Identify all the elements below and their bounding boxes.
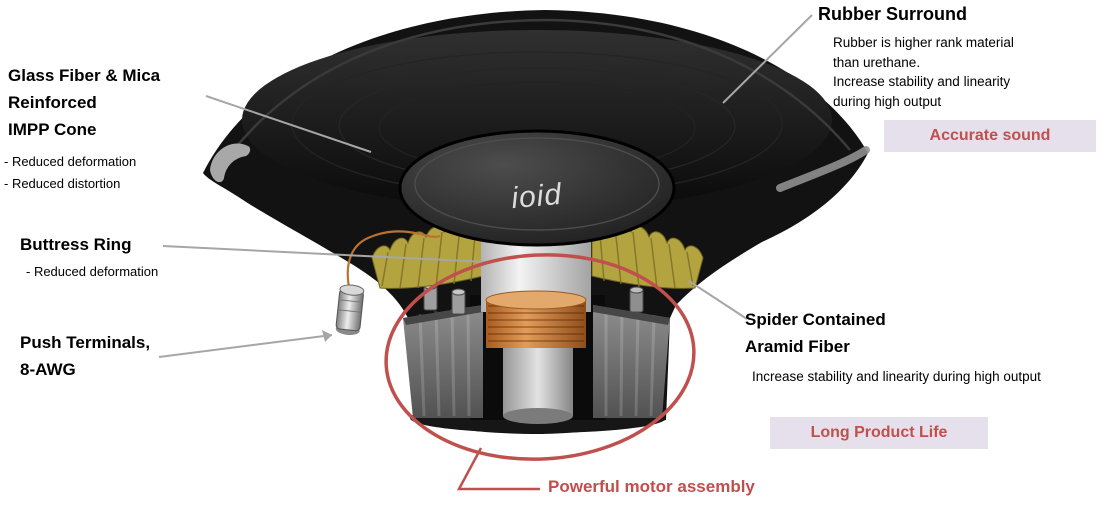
motor-assembly-label: Powerful motor assembly <box>548 477 755 496</box>
leader-buttress-ring <box>162 245 487 263</box>
leader-spider <box>688 280 748 320</box>
leader-rubber-surround <box>722 14 813 104</box>
leader-impp-cone <box>205 95 372 153</box>
rubber-surround-title: Rubber Surround <box>818 4 967 24</box>
motor-pointer-line <box>456 447 540 491</box>
motor-highlight <box>384 253 696 491</box>
annotation-spider: Spider Contained Aramid Fiber Increase s… <box>745 307 1052 386</box>
badge-accurate-sound: Accurate sound <box>884 120 1096 152</box>
leader-arrowhead <box>322 330 332 342</box>
motor-highlight-ellipse <box>384 253 696 461</box>
push-terminal <box>335 230 441 336</box>
impp-cone-points: - Reduced deformation - Reduced distorti… <box>4 151 160 197</box>
magnet-right <box>593 305 670 418</box>
magnet-left <box>403 305 483 418</box>
annotation-buttress-ring: Buttress Ring - Reduced deformation <box>20 232 158 284</box>
buttress-ring-points: - Reduced deformation <box>26 261 158 284</box>
surround-cross-section <box>210 143 251 183</box>
push-terminals-title: Push Terminals, 8-AWG <box>20 333 151 379</box>
annotation-rubber-surround: Rubber Surround Rubber is higher rank ma… <box>818 2 1014 111</box>
impp-cone-point-1: - Reduced deformation <box>4 153 137 169</box>
annotation-impp-cone: Glass Fiber & Mica Reinforced IMPP Cone … <box>4 63 161 196</box>
spider-description: Increase stability and linearity during … <box>752 368 1041 384</box>
leader-push-terminals <box>158 334 333 358</box>
rubber-surround-description: Rubber is higher rank material than uret… <box>833 35 1014 109</box>
dust-cap: ioid <box>398 129 676 247</box>
buttress-ring-point-1: - Reduced deformation <box>26 263 159 279</box>
badge-long-product-life: Long Product Life <box>770 417 988 449</box>
surround-rim <box>231 18 851 153</box>
spider-title: Spider Contained Aramid Fiber <box>745 310 886 356</box>
buttress-ring-title: Buttress Ring <box>20 235 132 254</box>
brand-logo: ioid <box>510 178 564 215</box>
leader-lines <box>158 14 813 358</box>
lead-wire <box>346 230 441 293</box>
frame-gasket <box>776 146 870 192</box>
pole-piece <box>503 340 573 416</box>
impp-cone-title: Glass Fiber & Mica Reinforced IMPP Cone <box>8 66 161 139</box>
annotation-push-terminals: Push Terminals, 8-AWG <box>20 330 150 384</box>
impp-cone-point-2: - Reduced distortion <box>4 176 121 192</box>
